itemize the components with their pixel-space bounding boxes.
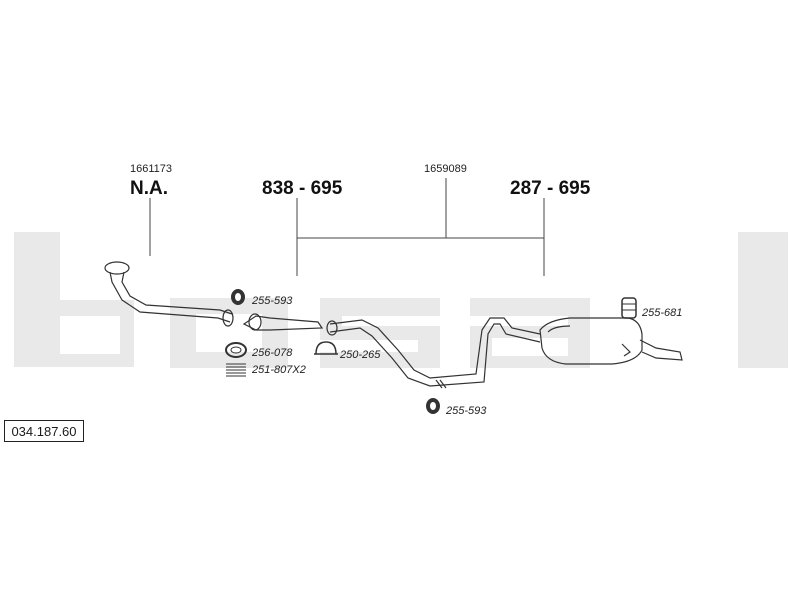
part-label-6: 255-681	[641, 307, 682, 319]
catalog-code: 034.187.60	[11, 423, 77, 439]
rubber-hanger-icon-2	[426, 398, 440, 414]
group-rear-label: 287 - 695	[510, 178, 591, 199]
ref-left-label: 1661173	[130, 163, 172, 175]
rear-silencer	[539, 317, 683, 365]
mounting-rubber-icon	[621, 297, 637, 319]
part-label-1: 255-593	[251, 295, 293, 307]
clamp-icon	[314, 341, 338, 355]
catalog-code-box: 034.187.60	[4, 420, 84, 442]
center-pipe	[326, 317, 541, 389]
rubber-hanger-icon	[231, 289, 245, 305]
spring-icon	[226, 363, 246, 377]
group-front-label: 838 - 695	[262, 178, 343, 199]
part-label-4: 250-265	[339, 349, 381, 361]
part-label-5: 255-593	[445, 405, 487, 417]
ref-left-code: N.A.	[130, 178, 168, 199]
part-label-2: 256-078	[251, 347, 293, 359]
gasket-ring-icon	[225, 342, 247, 358]
ref-mid-label: 1659089	[424, 163, 467, 175]
front-pipe	[104, 261, 234, 327]
part-label-3: 251-807X2	[251, 364, 306, 376]
brand-watermark	[14, 232, 788, 368]
joint-pipe	[242, 313, 324, 331]
